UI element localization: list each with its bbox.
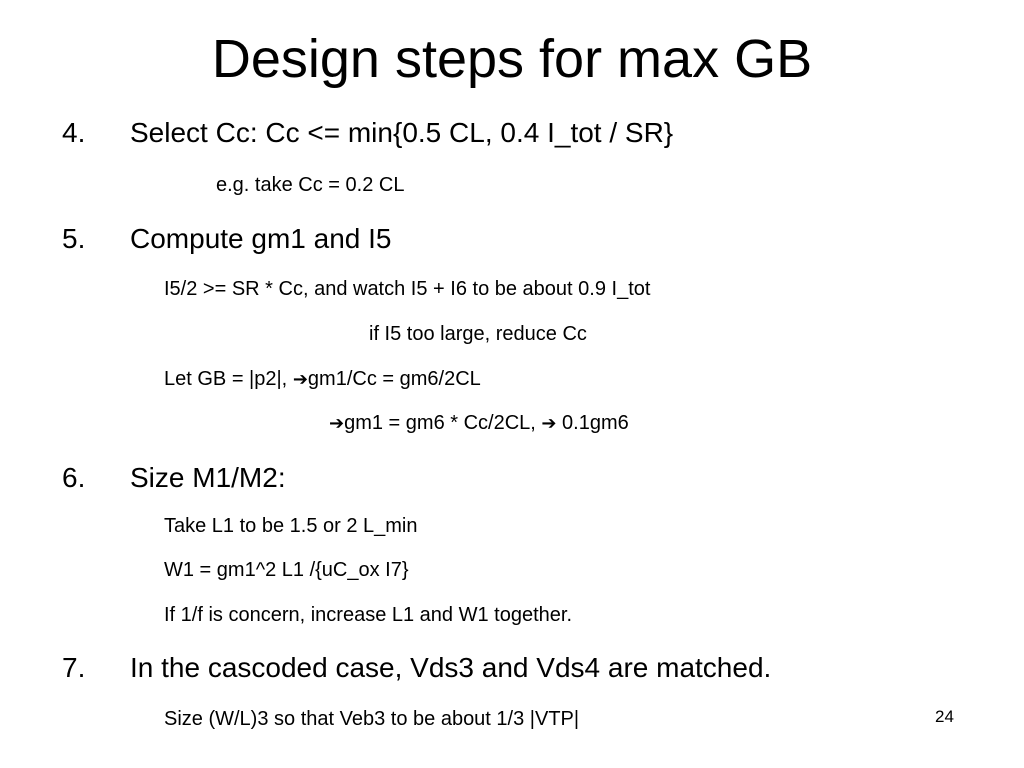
right-arrow-icon: ➔ [541,413,557,434]
equation-text: Let GB = |p2|, [164,368,293,390]
equation-text: gm1/Cc = gm6/2CL [307,368,481,390]
step-number: 5. [62,223,86,254]
step-heading: Select Cc: Cc <= min{0.5 CL, 0.4 I_tot /… [130,117,674,148]
step-number: 6. [62,462,86,493]
step-heading: Size M1/M2: [130,462,286,493]
step-detail-line: Take L1 to be 1.5 or 2 L_min [164,515,418,537]
right-arrow-icon: ➔ [292,369,308,390]
equation-text: gm1 = gm6 * Cc/2CL, [344,412,542,434]
page-number: 24 [935,707,954,726]
equation-text: 0.1gm6 [556,412,629,434]
right-arrow-icon: ➔ [329,413,345,434]
step-detail-line: e.g. take Cc = 0.2 CL [216,174,405,196]
step-heading: Compute gm1 and I5 [130,223,392,254]
step-detail-line: W1 = gm1^2 L1 /{uC_ox I7} [164,559,409,581]
step-number: 7. [62,652,86,683]
step-detail-line: ➔gm1 = gm6 * Cc/2CL, ➔ 0.1gm6 [329,410,629,437]
step-detail-line: If 1/f is concern, increase L1 and W1 to… [164,604,573,626]
step-number: 4. [62,117,86,148]
step-heading: In the cascoded case, Vds3 and Vds4 are … [130,652,772,683]
step-detail-line: Size (W/L)3 so that Veb3 to be about 1/3… [164,708,580,730]
step-detail-line: if I5 too large, reduce Cc [369,323,587,345]
step-detail-line: Let GB = |p2|, ➔gm1/Cc = gm6/2CL [164,366,481,393]
slide-title: Design steps for max GB [211,29,813,89]
step-detail-line: I5/2 >= SR * Cc, and watch I5 + I6 to be… [164,278,651,300]
